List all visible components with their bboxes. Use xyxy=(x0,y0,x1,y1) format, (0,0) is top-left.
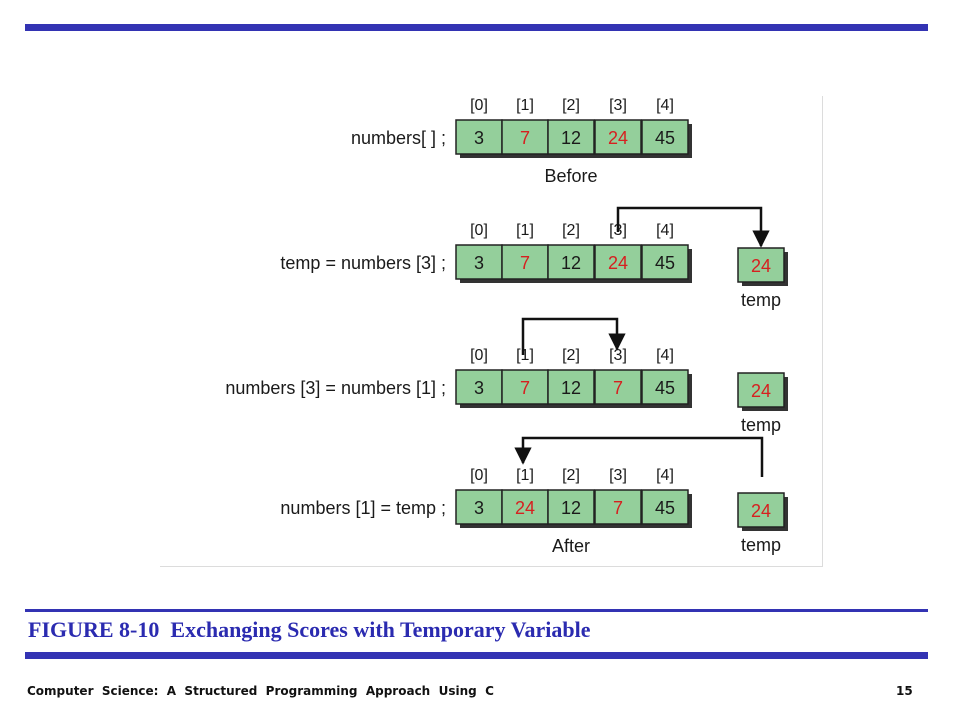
arrow-copy-to-temp xyxy=(616,206,770,248)
array-cell xyxy=(455,489,503,525)
array-cell xyxy=(501,489,549,525)
temp-label: temp xyxy=(741,415,781,435)
cell-value: 3 xyxy=(474,378,484,398)
array-cell xyxy=(594,119,642,155)
statement-label: temp = numbers [3] ; xyxy=(280,253,446,273)
index-label: [0] xyxy=(470,347,488,364)
index-label: [3] xyxy=(609,347,627,364)
index-label: [0] xyxy=(470,467,488,484)
index-label: [1] xyxy=(516,222,534,239)
statement-label: numbers[ ] ; xyxy=(351,128,446,148)
cell-value: 24 xyxy=(608,128,628,148)
arrow-temp-to-1 xyxy=(514,436,764,477)
array-cell xyxy=(641,119,689,155)
array-cell xyxy=(594,489,642,525)
array-cell xyxy=(501,119,549,155)
temp-value: 24 xyxy=(751,381,771,401)
temp-box xyxy=(737,372,785,408)
temp-box xyxy=(737,247,785,283)
index-label: [4] xyxy=(656,222,674,239)
cell-value: 3 xyxy=(474,128,484,148)
index-label: [4] xyxy=(656,97,674,114)
cell-value: 7 xyxy=(520,253,530,273)
cell-value: 45 xyxy=(655,253,675,273)
array-cell xyxy=(594,244,642,280)
caption-rule-bottom xyxy=(25,652,928,659)
index-label: [3] xyxy=(609,97,627,114)
cell-value: 12 xyxy=(561,498,581,518)
figure-caption: FIGURE 8-10 Exchanging Scores with Tempo… xyxy=(28,617,590,643)
index-label: [2] xyxy=(562,97,580,114)
cell-value: 24 xyxy=(608,253,628,273)
array-cell xyxy=(547,244,595,280)
array-cell xyxy=(455,119,503,155)
index-label: [2] xyxy=(562,467,580,484)
cell-value: 45 xyxy=(655,128,675,148)
cell-value: 3 xyxy=(474,498,484,518)
cell-value: 24 xyxy=(515,498,535,518)
cell-value: 45 xyxy=(655,378,675,398)
index-label: [1] xyxy=(516,347,534,364)
caption-title: Exchanging Scores with Temporary Variabl… xyxy=(170,617,591,642)
array-cell xyxy=(547,119,595,155)
swap-diagram: [0] [1] [2] [3] [4] 3 7 12 24 45 numbers[ ] ; Befor… xyxy=(225,97,788,556)
index-label: [0] xyxy=(470,222,488,239)
temp-box xyxy=(737,492,785,528)
state-label: After xyxy=(552,536,590,556)
index-label: [1] xyxy=(516,467,534,484)
statement-label: numbers [1] = temp ; xyxy=(280,498,446,518)
cell-value: 7 xyxy=(520,378,530,398)
cell-value: 7 xyxy=(613,498,623,518)
caption-rule-top xyxy=(25,609,928,612)
temp-value: 24 xyxy=(751,256,771,276)
array-cell xyxy=(594,369,642,405)
footer-page-number: 15 xyxy=(896,684,913,698)
temp-label: temp xyxy=(741,535,781,555)
index-label: [2] xyxy=(562,347,580,364)
index-label: [0] xyxy=(470,97,488,114)
array-cell xyxy=(547,489,595,525)
array-cell xyxy=(547,369,595,405)
index-label: [4] xyxy=(656,347,674,364)
top-rule xyxy=(25,24,928,31)
statement-label: numbers [3] = numbers [1] ; xyxy=(225,378,446,398)
footer-book-title: Computer Science: A Structured Programmi… xyxy=(27,684,494,698)
cell-value: 12 xyxy=(561,253,581,273)
array-cell xyxy=(641,489,689,525)
cell-value: 12 xyxy=(561,128,581,148)
index-label: [3] xyxy=(609,467,627,484)
figure-panel xyxy=(160,96,823,567)
array-cell xyxy=(455,244,503,280)
cell-value: 12 xyxy=(561,378,581,398)
state-label: Before xyxy=(544,166,597,186)
arrow-copy-1-to-3 xyxy=(521,317,626,355)
array-cell xyxy=(641,369,689,405)
cell-value: 3 xyxy=(474,253,484,273)
cell-value: 45 xyxy=(655,498,675,518)
temp-value: 24 xyxy=(751,501,771,521)
index-label: [1] xyxy=(516,97,534,114)
caption-number: FIGURE 8-10 xyxy=(28,617,160,642)
temp-label: temp xyxy=(741,290,781,310)
array-cell xyxy=(641,244,689,280)
cell-value: 7 xyxy=(613,378,623,398)
index-label: [2] xyxy=(562,222,580,239)
cell-value: 7 xyxy=(520,128,530,148)
index-label: [4] xyxy=(656,467,674,484)
